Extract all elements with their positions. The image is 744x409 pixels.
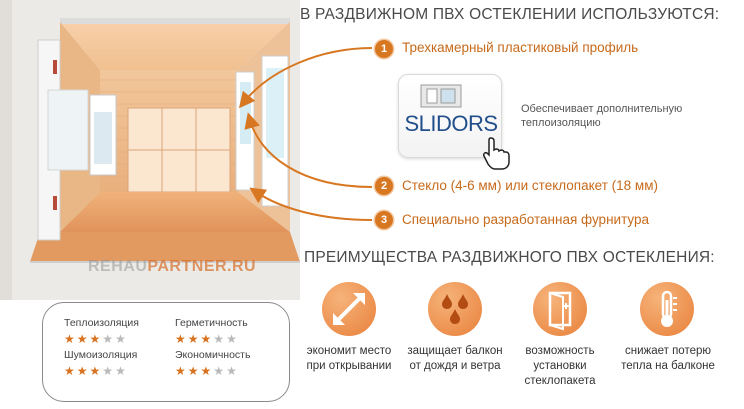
- point-number-3: 3: [375, 211, 393, 229]
- rating-stars-noise: ★★★★★: [64, 365, 128, 377]
- slidors-logo-card: SLIDORS: [398, 74, 502, 158]
- rating-label-economy: Экономичность: [175, 349, 251, 361]
- heading-components: В РАЗДВИЖНОМ ПВХ ОСТЕКЛЕНИИ ИСПОЛЬЗУЮТСЯ…: [300, 6, 720, 23]
- star-icon: ★: [187, 332, 201, 346]
- watermark-part1: REHAU: [88, 258, 148, 275]
- star-icon: ★: [64, 332, 77, 346]
- window-frame-icon: [533, 282, 587, 336]
- resize-arrows-icon: [322, 282, 376, 336]
- star-icon: ★: [89, 332, 103, 346]
- point-number-2: 2: [375, 177, 393, 195]
- star-icon: ★: [76, 364, 90, 378]
- star-icon: ★: [200, 332, 214, 346]
- star-icon: ★: [64, 364, 77, 378]
- star-icon: ★: [226, 364, 239, 378]
- star-icon: ★: [187, 364, 201, 378]
- star-icon: ★: [175, 332, 188, 346]
- thermometer-icon: [640, 282, 694, 336]
- advantage-label-protection: защищает балкон от дождя и ветра: [407, 345, 503, 372]
- watermark: REHAUPARTNER.RU: [88, 258, 256, 276]
- star-icon: ★: [76, 332, 90, 346]
- star-icon: ★: [115, 364, 128, 378]
- advantage-label-glazing: возможность установки стеклопакета: [524, 345, 596, 387]
- watermark-part2: PARTNER.RU: [147, 258, 257, 275]
- rating-stars-economy: ★★★★★: [175, 365, 239, 377]
- point-number-1: 1: [375, 40, 393, 58]
- rating-label-heat: Теплоизоляция: [64, 317, 139, 329]
- ratings-box: Теплоизоляция ★★★★★ Герметичность ★★★★★ …: [42, 302, 290, 402]
- note-insulation: Обеспечивает дополнительную теплоизоляци…: [521, 103, 683, 129]
- water-drops-icon: [428, 282, 482, 336]
- rating-label-noise: Шумоизоляция: [64, 349, 138, 361]
- rating-stars-heat: ★★★★★: [64, 333, 128, 345]
- star-icon: ★: [115, 332, 128, 346]
- star-icon: ★: [226, 332, 239, 346]
- connector-arrows: [238, 47, 373, 221]
- star-icon: ★: [213, 364, 227, 378]
- star-icon: ★: [102, 364, 116, 378]
- rating-stars-seal: ★★★★★: [175, 333, 239, 345]
- star-icon: ★: [175, 364, 188, 378]
- star-icon: ★: [200, 364, 214, 378]
- point-text-1: Трехкамерный пластиковый профиль: [402, 40, 639, 55]
- advantage-label-heat: снижает потерю тепла на балконе: [621, 345, 715, 372]
- star-icon: ★: [213, 332, 227, 346]
- point-text-2: Стекло (4-6 мм) или стеклопакет (18 мм): [402, 178, 658, 193]
- rating-label-seal: Герметичность: [175, 317, 248, 329]
- advantage-label-space: экономит место при открывании: [306, 345, 392, 372]
- profile-section-icon: [420, 84, 462, 108]
- star-icon: ★: [89, 364, 103, 378]
- slidors-logo: SLIDORS: [404, 111, 498, 136]
- point-text-3: Специально разработанная фурнитура: [402, 212, 650, 227]
- star-icon: ★: [102, 332, 116, 346]
- hand-pointer-icon: [483, 137, 510, 170]
- heading-advantages: ПРЕИМУЩЕСТВА РАЗДВИЖНОГО ПВХ ОСТЕКЛЕНИЯ:: [304, 249, 715, 266]
